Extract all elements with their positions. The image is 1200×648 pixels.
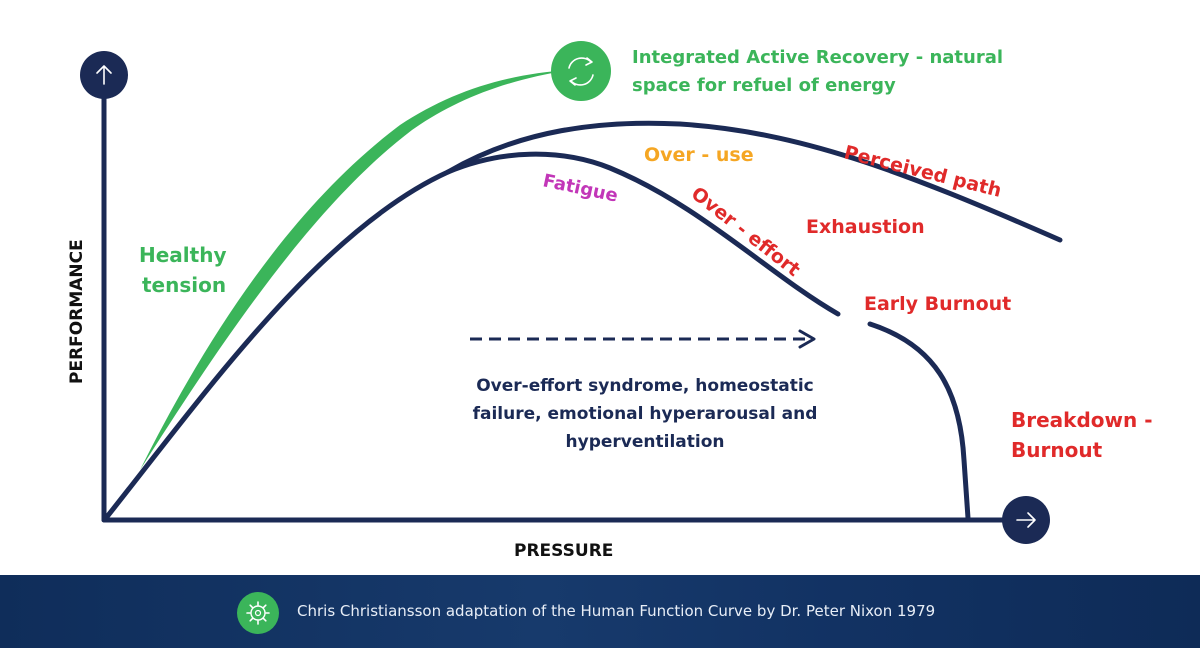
footer-bar: Chris Christiansson adaptation of the Hu… <box>0 575 1200 648</box>
gear-icon <box>237 592 279 634</box>
label-y-axis-title: PERFORMANCE <box>67 239 87 384</box>
arrow-right-icon <box>1002 496 1050 544</box>
label-recovery-line1: Integrated Active Recovery - natural <box>632 47 1004 68</box>
label-perceived-path: Perceived path <box>842 142 1004 202</box>
diagram-canvas: Fatigue Over - effort Perceived path PER… <box>67 41 1063 544</box>
label-fatigue: Fatigue <box>541 170 620 206</box>
label-x-axis-title: PRESSURE <box>514 541 614 561</box>
arrow-up-icon <box>80 51 128 99</box>
label-breakdown-line1: Breakdown - <box>1011 408 1153 432</box>
diagram: Fatigue Over - effort Perceived path PER… <box>67 41 1153 561</box>
dashed-arrow-head <box>798 329 816 349</box>
label-exhaustion: Exhaustion <box>806 216 925 238</box>
footer-credit: Chris Christiansson adaptation of the Hu… <box>297 602 936 620</box>
syndrome-line1: Over-effort syndrome, homeostatic <box>476 376 814 396</box>
label-early-burnout: Early Burnout <box>864 293 1012 315</box>
refresh-icon <box>551 41 611 101</box>
syndrome-note: Over-effort syndrome, homeostatic failur… <box>445 372 845 456</box>
syndrome-line2: failure, emotional hyperarousal and <box>472 404 818 424</box>
label-breakdown-line2: Burnout <box>1011 438 1103 462</box>
perceived-path-curve <box>445 120 1063 243</box>
label-over-effort: Over - effort <box>687 183 804 281</box>
label-healthy-line2: tension <box>142 273 227 297</box>
function-curve <box>103 151 841 521</box>
label-healthy-line1: Healthy <box>139 243 227 267</box>
label-over-use: Over - use <box>644 144 754 166</box>
burnout-curve <box>867 321 971 521</box>
label-recovery-line2: space for refuel of energy <box>632 75 896 96</box>
syndrome-line3: hyperventilation <box>565 432 725 452</box>
